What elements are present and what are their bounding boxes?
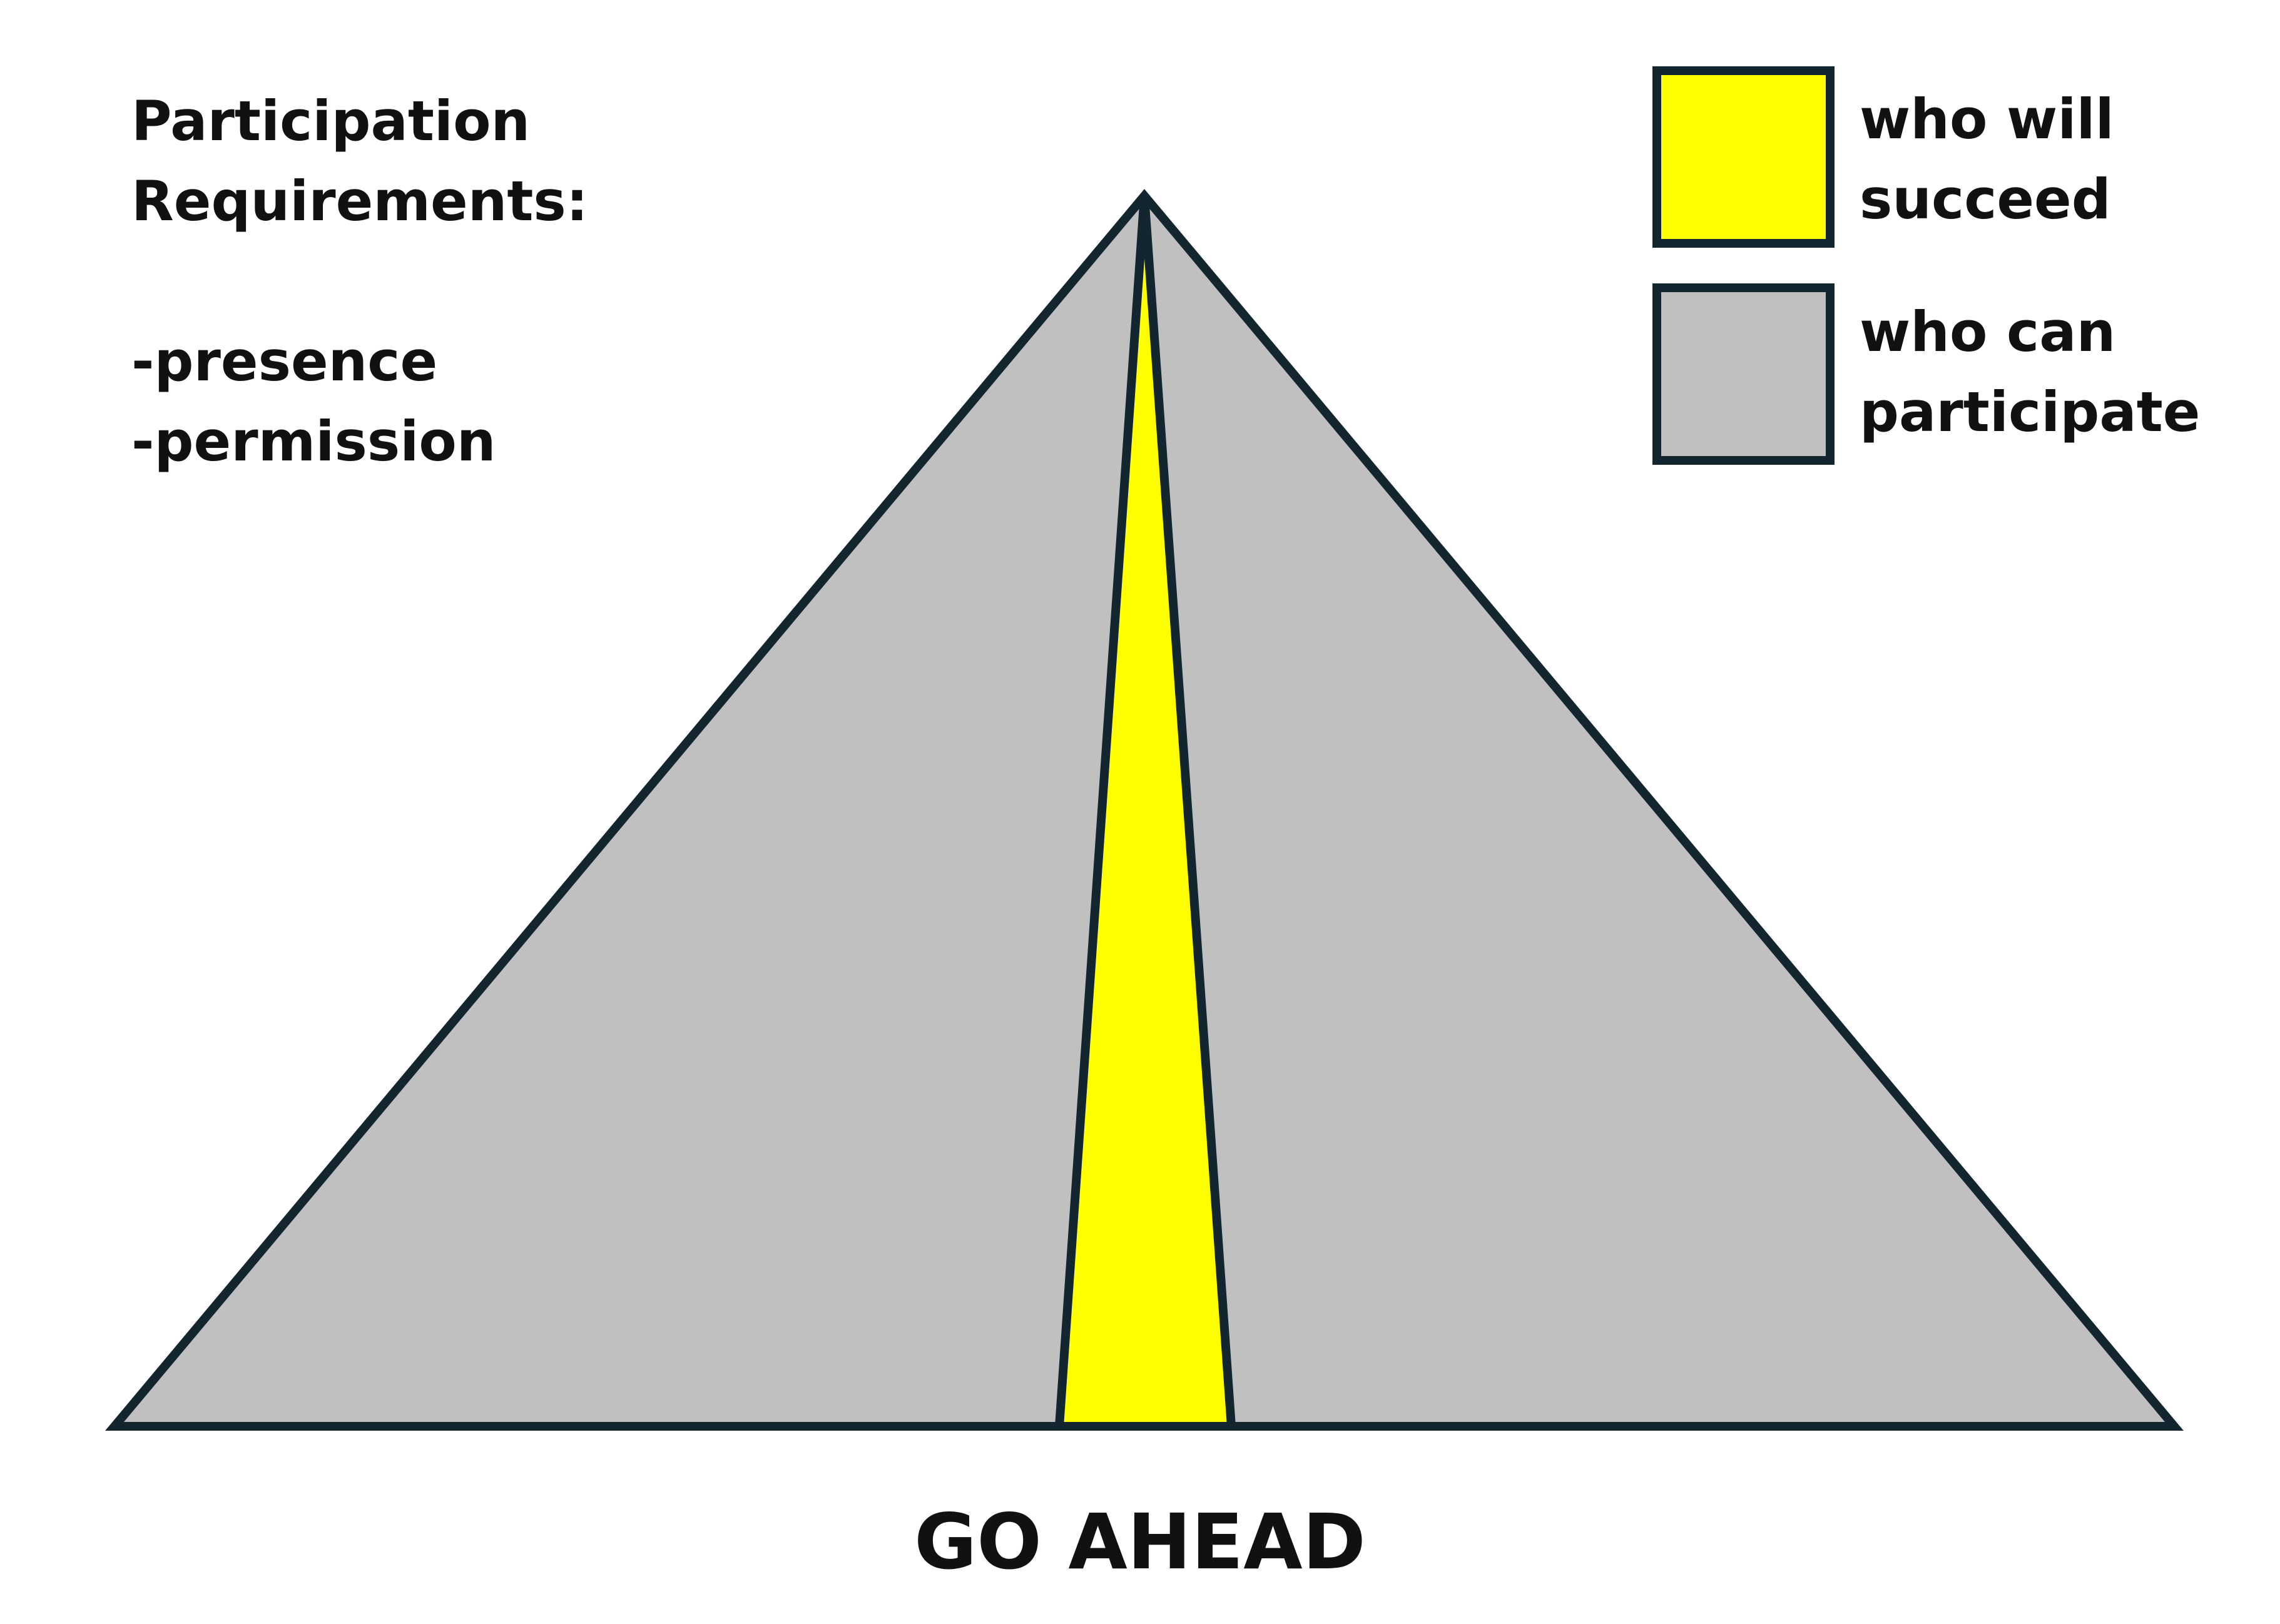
legend-swatch-succeed [1652,66,1835,248]
requirements-heading-line2: Requirements: [131,169,588,233]
succeed-wedge [1054,195,1236,1431]
requirements-spacer [131,241,588,322]
footer-label: GO AHEAD [914,1498,1366,1586]
legend-label-participate: who can participate [1860,300,2201,444]
legend-label-succeed: who will succeed [1860,87,2114,231]
participation-requirements: Participation Requirements: -presence -p… [131,81,588,482]
legend-swatch-participate [1652,283,1835,465]
requirements-heading-line1: Participation [131,89,531,153]
requirement-item-permission: -permission [131,409,496,474]
requirement-item-presence: -presence [131,329,438,393]
